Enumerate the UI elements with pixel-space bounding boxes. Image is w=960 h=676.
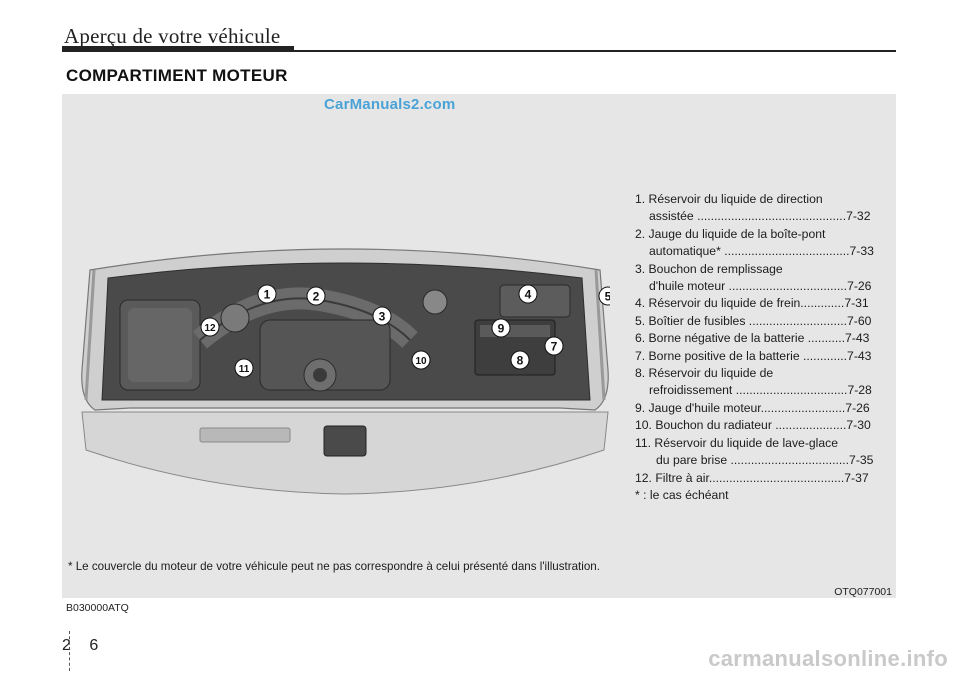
- callout-badge-3: 3: [372, 306, 392, 326]
- svg-text:5: 5: [605, 290, 610, 304]
- callout-badge-12: 12: [200, 317, 220, 337]
- svg-text:11: 11: [239, 364, 250, 375]
- callout-badge-2: 2: [306, 286, 326, 306]
- legend-item: * : le cas échéant: [635, 487, 729, 502]
- svg-text:2: 2: [313, 290, 320, 304]
- legend-item: 9. Jauge d'huile moteur.................…: [635, 400, 870, 415]
- watermark-link[interactable]: CarManuals2.com: [324, 96, 456, 113]
- svg-text:7: 7: [551, 340, 558, 354]
- legend-item: 12. Filtre à air........................…: [635, 470, 869, 485]
- callout-badge-7: 7: [544, 336, 564, 356]
- section-title: COMPARTIMENT MOTEUR: [66, 66, 288, 85]
- site-watermark: carmanualsonline.info: [708, 646, 948, 671]
- callout-badge-9: 9: [491, 318, 511, 338]
- page-header-title: Aperçu de votre véhicule: [64, 24, 281, 48]
- header-rule: [62, 50, 896, 52]
- legend-item: 5. Boîtier de fusibles .................…: [635, 313, 872, 328]
- legend-item: 6. Borne négative de la batterie .......…: [635, 331, 870, 346]
- svg-text:10: 10: [415, 356, 427, 367]
- callout-badge-11: 11: [234, 358, 254, 378]
- svg-text:9: 9: [498, 322, 505, 336]
- svg-text:8: 8: [517, 354, 524, 368]
- callout-badge-10: 10: [411, 350, 431, 370]
- chapter-number: 2: [62, 637, 71, 654]
- engine-compartment-illustration: 1 2 3 4 5 6 7 8 9 10 11 12: [81, 248, 610, 495]
- page-number-divider: [69, 631, 70, 671]
- figure-code: OTQ077001: [834, 586, 892, 598]
- callout-badge-4: 4: [518, 284, 538, 304]
- header-tab-bar: [62, 46, 294, 52]
- page-number-value: 6: [89, 637, 99, 654]
- figure-footnote: * Le couvercle du moteur de votre véhicu…: [68, 560, 600, 573]
- callout-badge-1: 1: [257, 284, 277, 304]
- document-code: B030000ATQ: [66, 602, 129, 614]
- callout-badge-5: 5: [598, 286, 610, 306]
- figure-panel: CarManuals2.com 1 2 3 4 5: [62, 94, 896, 598]
- svg-text:12: 12: [204, 323, 216, 334]
- svg-text:1: 1: [264, 288, 271, 302]
- callout-badge-8: 8: [510, 350, 530, 370]
- svg-text:3: 3: [379, 310, 386, 324]
- page-number: 2 6: [62, 631, 99, 671]
- legend-item: 4. Réservoir du liquide de frein........…: [635, 296, 869, 311]
- legend-item: 10. Bouchon du radiateur ...............…: [635, 418, 871, 433]
- svg-text:4: 4: [525, 288, 532, 302]
- legend-item: 7. Borne positive de la batterie .......…: [635, 348, 872, 363]
